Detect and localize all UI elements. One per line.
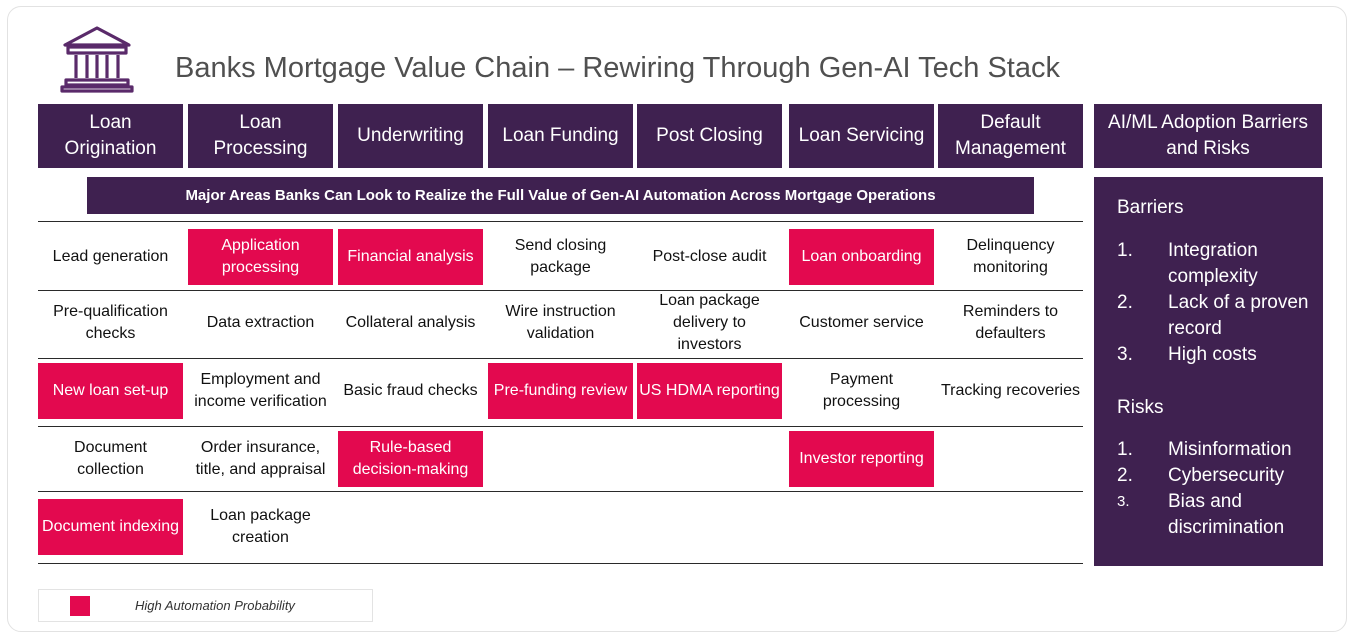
activity-cell: Collateral analysis: [345, 314, 476, 331]
row-divider: [38, 221, 1083, 222]
barrier-item: 3. High costs: [1117, 342, 1317, 368]
stage-header: Loan Funding: [488, 104, 633, 168]
activity-cell-high-automation: Loan onboarding: [789, 229, 934, 285]
adoption-barriers-header: AI/ML Adoption Barriers and Risks: [1094, 104, 1322, 168]
stage-header: Post Closing: [637, 104, 782, 168]
bank-icon: [60, 26, 134, 93]
activity-cell: Customer service: [799, 314, 924, 331]
stage-header: Loan Origination: [38, 104, 183, 168]
activity-cell: Wire instruction validation: [505, 303, 616, 342]
activity-cell: Data extraction: [206, 314, 315, 331]
row-divider: [38, 491, 1083, 492]
row-divider: [38, 563, 1083, 564]
activity-cell: Post-close audit: [652, 248, 767, 265]
row-divider: [38, 290, 1083, 291]
activity-cell: Delinquency monitoring: [966, 237, 1055, 276]
risk-item: 3. Bias and discrimination: [1117, 489, 1317, 541]
risk-number: 2.: [1117, 465, 1133, 486]
barrier-item: 2. Lack of a proven record: [1117, 290, 1317, 342]
risks-heading: Risks: [1117, 397, 1164, 418]
activity-cell: Lead generation: [52, 248, 169, 265]
barrier-number: 1.: [1117, 240, 1133, 261]
activity-cell: Document collection: [74, 439, 147, 478]
activity-cell-high-automation: Pre-funding review: [488, 363, 633, 419]
barrier-text: Integration complexity: [1168, 240, 1258, 287]
activity-cell: Tracking recoveries: [940, 382, 1080, 399]
activity-cell: Payment processing: [822, 371, 901, 410]
row-divider: [38, 358, 1083, 359]
stage-header: Default Management: [938, 104, 1083, 168]
risk-number: 1.: [1117, 439, 1133, 460]
legend-label: High Automation Probability: [135, 598, 295, 613]
barrier-item: 1. Integration complexity: [1117, 238, 1317, 290]
activity-cell: Reminders to defaulters: [962, 303, 1059, 342]
activity-cell: Basic fraud checks: [343, 382, 478, 399]
activity-cell-high-automation: Investor reporting: [789, 431, 934, 487]
activity-cell: Employment and income verification: [194, 371, 327, 410]
slide-frame: [7, 6, 1347, 632]
automation-banner: Major Areas Banks Can Look to Realize th…: [87, 177, 1034, 214]
risk-item: 1. Misinformation: [1117, 437, 1317, 463]
page-title: Banks Mortgage Value Chain – Rewiring Th…: [175, 52, 1060, 84]
stage-header: Loan Processing: [188, 104, 333, 168]
activity-cell-high-automation: Document indexing: [38, 499, 183, 555]
stage-header: Underwriting: [338, 104, 483, 168]
legend: High Automation Probability: [38, 589, 373, 622]
activity-cell: Loan package delivery to investors: [659, 292, 760, 353]
risk-item: 2. Cybersecurity: [1117, 463, 1317, 489]
activity-cell-high-automation: Financial analysis: [338, 229, 483, 285]
activity-cell: Loan package creation: [210, 507, 311, 546]
barrier-text: High costs: [1168, 344, 1257, 365]
activity-cell-high-automation: Application processing: [188, 229, 333, 285]
risk-text: Bias and discrimination: [1168, 491, 1285, 538]
stage-header: Loan Servicing: [789, 104, 934, 168]
activity-cell: Pre-qualification checks: [53, 303, 168, 342]
risk-text: Misinformation: [1168, 439, 1292, 460]
barrier-number: 2.: [1117, 292, 1133, 313]
barrier-text: Lack of a proven record: [1168, 292, 1309, 339]
row-divider: [38, 426, 1083, 427]
risk-text: Cybersecurity: [1168, 465, 1285, 486]
barriers-list: 1. Integration complexity 2. Lack of a prov…: [1117, 238, 1317, 368]
activity-cell-high-automation: Rule-based decision-making: [338, 431, 483, 487]
risks-list: 1. Misinformation 2. Cybersecurity 3. Bias an…: [1117, 437, 1317, 541]
activity-cell-high-automation: US HDMA reporting: [637, 363, 782, 419]
activity-cell-high-automation: New loan set-up: [38, 363, 183, 419]
risk-number: 3.: [1117, 493, 1130, 510]
barriers-heading: Barriers: [1117, 197, 1184, 218]
barrier-number: 3.: [1117, 344, 1133, 365]
activity-cell: Order insurance, title, and appraisal: [195, 439, 326, 478]
legend-swatch: [70, 596, 90, 616]
activity-cell: Send closing package: [514, 237, 607, 276]
barriers-risks-panel: Barriers 1. Integration complexity 2. Lack …: [1094, 177, 1323, 566]
